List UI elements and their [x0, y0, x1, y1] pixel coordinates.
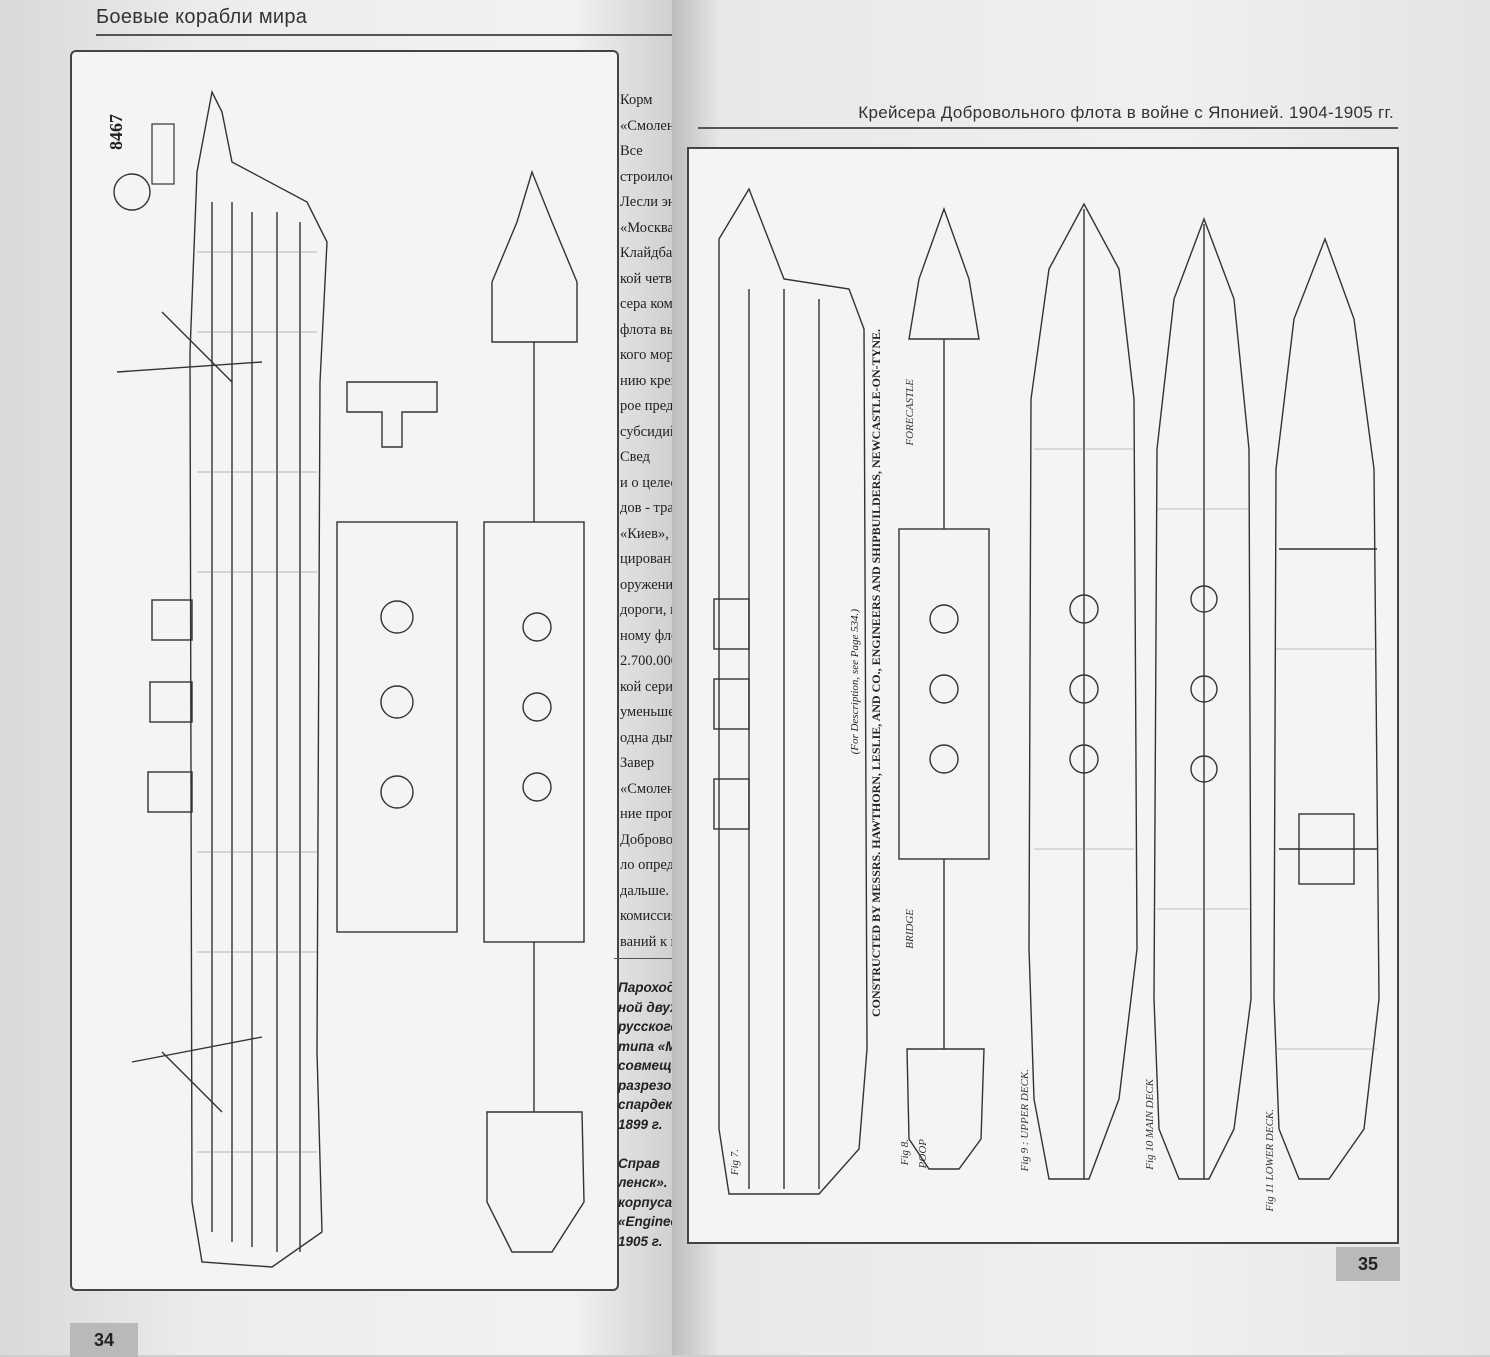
side-column-line: флота вызв — [620, 321, 672, 338]
side-column-line: рое предна — [620, 398, 672, 414]
side-column-line: дороги, под — [620, 602, 672, 618]
side-column-line: сера коммер — [620, 296, 672, 312]
side-column-line: комиссия п — [620, 908, 672, 924]
side-column-line: ному флоту — [620, 627, 672, 644]
fig10-label: Fig 10 MAIN DECK — [1144, 1079, 1156, 1170]
fig8-label: Fig 8. — [899, 1139, 911, 1166]
right-page-number: 35 — [1336, 1247, 1400, 1281]
side-column-line: кого морск — [620, 347, 672, 363]
side-column-line: кой серии п — [620, 678, 672, 695]
side-column-line: «Смоленск — [620, 117, 672, 134]
caption-line: совмещен — [618, 1058, 672, 1073]
caption-line: Пароход — [618, 980, 672, 995]
side-column-line: «Киев», «Б — [620, 525, 672, 542]
right-page: Крейсера Добровольного флота в войне с Я… — [672, 0, 1490, 1355]
side-column-line: нию крейсе — [620, 372, 672, 389]
left-head-rule — [96, 34, 672, 36]
side-column-line: ние програ — [620, 806, 672, 822]
fig11-label: Fig 11 LOWER DECK. — [1264, 1109, 1276, 1212]
caption-line — [618, 1134, 672, 1154]
side-column-line: кой четверт — [620, 270, 672, 287]
left-running-head: Боевые корабли мира — [96, 6, 308, 28]
side-column-line: цирования — [620, 551, 672, 567]
caption-line: ной двухпал — [618, 999, 672, 1015]
fig8-bridge-label: BRIDGE — [904, 909, 916, 949]
caption-line: спардека — [618, 1097, 672, 1112]
caption-line: 1899 г. — [618, 1116, 663, 1132]
caption-line: «Engineer — [618, 1214, 672, 1229]
side-column-line: субсидий п — [620, 423, 672, 440]
caption-line: Справ — [618, 1155, 660, 1171]
side-column-line: Свед — [620, 449, 651, 465]
caption-line: разрезом — [618, 1077, 672, 1093]
side-column-line: дальше. В 1 — [620, 882, 672, 899]
side-column-line: дов - тран — [620, 500, 672, 516]
fig8-poop-label: POOP — [917, 1139, 929, 1169]
fig8-forecastle-label: FORECASTLE — [904, 379, 916, 446]
fig9-label: Fig 9 : UPPER DECK. — [1019, 1069, 1031, 1172]
side-column-line: оружение — [620, 576, 672, 593]
right-drawing-frame: CONSTRUCTED BY MESSRS. HAWTHORN, LESLIE,… — [687, 147, 1399, 1244]
left-side-column-text: Корм«СмоленскВсестроилосьЛесли энд«Москв… — [620, 88, 672, 955]
deck-plans-drawing — [713, 187, 1380, 1195]
left-drawing-frame: 8467 — [70, 50, 619, 1291]
description-note: (For Description, see Page 534.) — [849, 609, 861, 755]
ship-profile-and-deck-plans-drawing — [113, 89, 585, 1268]
side-column-line: «Смоленск — [620, 780, 672, 797]
left-caption: Пароход ной двухпал русского Д типа «Моск со… — [618, 978, 672, 1251]
side-column-line: Корм — [620, 92, 653, 108]
side-column-line: «Москва» — [620, 219, 672, 236]
side-column-line: Клайдбанк — [620, 245, 672, 261]
side-column-line: одна дымо — [620, 729, 672, 746]
caption-rule — [614, 958, 672, 959]
builder-credit: CONSTRUCTED BY MESSRS. HAWTHORN, LESLIE,… — [869, 329, 883, 1018]
caption-line: корпуса. М — [618, 1194, 672, 1210]
left-page: Боевые корабли мира — [0, 0, 672, 1357]
right-head-rule — [698, 127, 1398, 129]
side-column-line: Лесли энд — [620, 194, 672, 210]
caption-line: русского Д — [618, 1019, 672, 1034]
side-column-line: Все — [620, 143, 643, 159]
side-column-line: ло определ — [620, 857, 672, 873]
right-running-head: Крейсера Добровольного флота в войне с Я… — [858, 103, 1394, 122]
caption-line: типа «Моск — [618, 1038, 672, 1054]
caption-line: ленск». Об — [618, 1175, 672, 1190]
side-column-line: строилось — [620, 168, 672, 185]
side-column-line: ваний к шир — [620, 933, 672, 950]
side-column-line: Добровольн — [620, 831, 672, 848]
fig7-label: Fig 7. — [729, 1149, 741, 1176]
side-column-line: и о целесо — [620, 474, 672, 491]
left-page-number: 34 — [70, 1323, 138, 1357]
side-column-line: Завер — [620, 755, 655, 771]
drawing-number: 8467 — [106, 114, 126, 150]
side-column-line: уменьшен — [620, 704, 672, 720]
caption-line: 1905 г. — [618, 1233, 663, 1249]
side-column-line: 2.700.000 р — [620, 653, 672, 669]
